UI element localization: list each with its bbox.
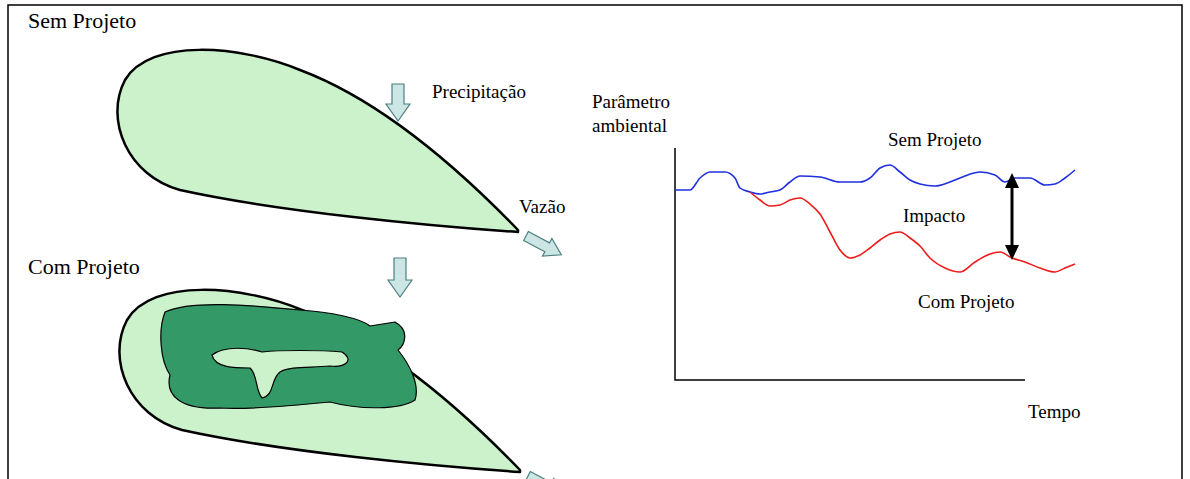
watershed-shape: [20, 252, 534, 479]
rain-arrow: [386, 84, 410, 121]
series-label: Com Projeto: [918, 290, 1015, 314]
outflow-arrow-shape: [521, 227, 566, 263]
baseline-series: [675, 165, 1075, 194]
panel-heading: Com Projeto: [28, 254, 140, 280]
watershed-outline: [119, 290, 520, 472]
impact-arrow-head: [1005, 173, 1019, 188]
panel-heading: Sem Projeto: [28, 8, 136, 34]
series-label: Sem Projeto: [888, 128, 981, 152]
outflow-label: Vazão: [519, 195, 565, 219]
figure-frame: [8, 5, 1182, 479]
impact-arrow-shaft: [1011, 186, 1014, 248]
watershed-outline: [117, 50, 518, 232]
outflow-arrow: [523, 467, 568, 479]
watershed-shape: [20, 6, 532, 238]
watershed-node: Com Projeto: [20, 252, 534, 479]
rain-label: Precipitação: [432, 80, 526, 104]
preserved-area: [212, 348, 348, 398]
outflow-arrow: [521, 227, 566, 263]
chart-series: [675, 165, 1075, 272]
axis-label: Tempo: [1028, 400, 1081, 424]
impact-arrow-head: [1005, 245, 1019, 260]
watershed-node: Sem Projeto: [20, 6, 532, 238]
outflow-arrow-shape: [523, 467, 568, 479]
project-series: [750, 192, 1075, 272]
axis-label: Parâmetro ambiental: [592, 90, 704, 138]
rain-arrow: [388, 258, 412, 297]
impact-label: Impacto: [903, 204, 965, 228]
project-area: [161, 305, 416, 409]
